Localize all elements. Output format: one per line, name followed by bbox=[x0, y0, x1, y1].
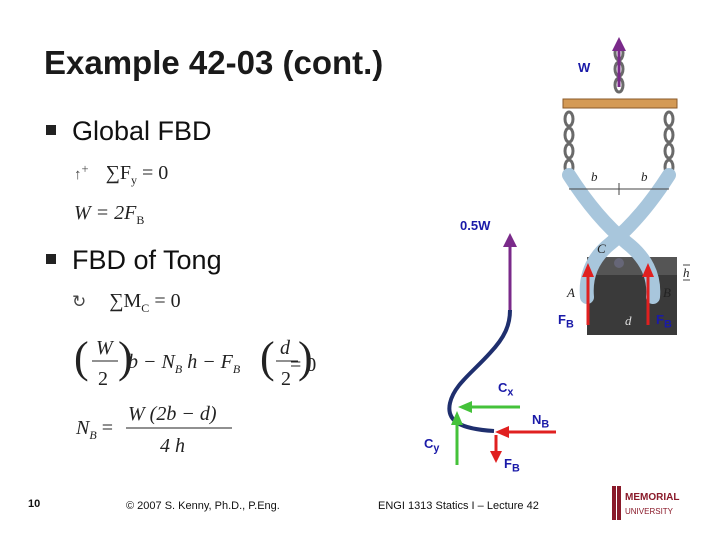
fb-right-label: FB bbox=[656, 312, 672, 331]
memorial-university-logo: MEMORIAL UNIVERSITY bbox=[612, 486, 679, 520]
up-positive-icon: ↑+ bbox=[74, 162, 89, 183]
w-label: W bbox=[578, 60, 591, 75]
nb-formula: NB = W (2b − d) 4 h bbox=[75, 403, 232, 457]
label-b-point: B bbox=[663, 285, 671, 300]
svg-text:): ) bbox=[118, 333, 133, 382]
tong-arm-left bbox=[562, 168, 661, 304]
bullet-label: Global FBD bbox=[72, 116, 212, 146]
svg-text:(: ( bbox=[260, 333, 275, 382]
fb-bottom-label: FB bbox=[504, 456, 520, 475]
cy-label: Cy bbox=[424, 436, 440, 455]
frac-den: 2 bbox=[98, 368, 108, 390]
half-w-label: 0.5W bbox=[460, 218, 491, 233]
sum-mc-equation: ↻ ∑MC = 0 bbox=[72, 290, 181, 315]
svg-text:(: ( bbox=[74, 333, 89, 382]
sum-fy-equation: ↑+ ∑Fy = 0 bbox=[74, 162, 169, 187]
tong-figure: b b C h A B d bbox=[562, 37, 690, 335]
nb-label: NB bbox=[532, 412, 550, 431]
bullet-label: FBD of Tong bbox=[72, 245, 222, 275]
cx-label: Cx bbox=[498, 380, 514, 399]
svg-text:d: d bbox=[280, 337, 291, 359]
svg-text:): ) bbox=[298, 333, 313, 382]
label-c: C bbox=[597, 241, 606, 256]
course-text: ENGI 1313 Statics I – Lecture 42 bbox=[378, 500, 539, 512]
slide-title: Example 42-03 (cont.) bbox=[44, 44, 384, 81]
svg-text:MEMORIAL: MEMORIAL bbox=[625, 492, 679, 503]
svg-text:4 h: 4 h bbox=[160, 435, 185, 457]
dim-d: d bbox=[625, 313, 632, 328]
frac-w-num: W bbox=[96, 337, 115, 359]
w-equals-2fb-equation: W = 2FB bbox=[74, 202, 145, 227]
bullet-global-fbd: Global FBD bbox=[46, 116, 212, 147]
dim-b-right: b bbox=[641, 169, 648, 184]
svg-text:NB =: NB = bbox=[75, 417, 113, 442]
dim-h: h bbox=[683, 265, 690, 280]
ccw-positive-icon: ↻ bbox=[72, 292, 87, 311]
dim-b-left: b bbox=[591, 169, 598, 184]
copyright-text: © 2007 S. Kenny, Ph.D., P.Eng. bbox=[126, 500, 280, 512]
tong-fbd bbox=[447, 233, 556, 465]
bullet-fbd-of-tong: FBD of Tong bbox=[46, 245, 222, 276]
lifting-bar bbox=[562, 98, 678, 109]
tong-arm-curve bbox=[447, 309, 512, 433]
svg-text:UNIVERSITY: UNIVERSITY bbox=[625, 507, 674, 516]
moment-balance-equation: ( W 2 ) b − NB h − FB ( d 2 ) bbox=[74, 333, 313, 390]
label-a: A bbox=[566, 285, 575, 300]
svg-text:b − NB h − FB: b − NB h − FB bbox=[128, 351, 241, 376]
pin-c-icon bbox=[614, 258, 624, 268]
fb-label: FB bbox=[558, 312, 574, 331]
page-number: 10 bbox=[28, 498, 41, 510]
svg-text:W (2b − d): W (2b − d) bbox=[128, 403, 217, 425]
svg-text:2: 2 bbox=[281, 368, 291, 390]
moment-rhs: = 0 bbox=[290, 354, 317, 376]
bullet-square-icon bbox=[46, 124, 56, 135]
bullet-square-icon bbox=[46, 253, 56, 264]
